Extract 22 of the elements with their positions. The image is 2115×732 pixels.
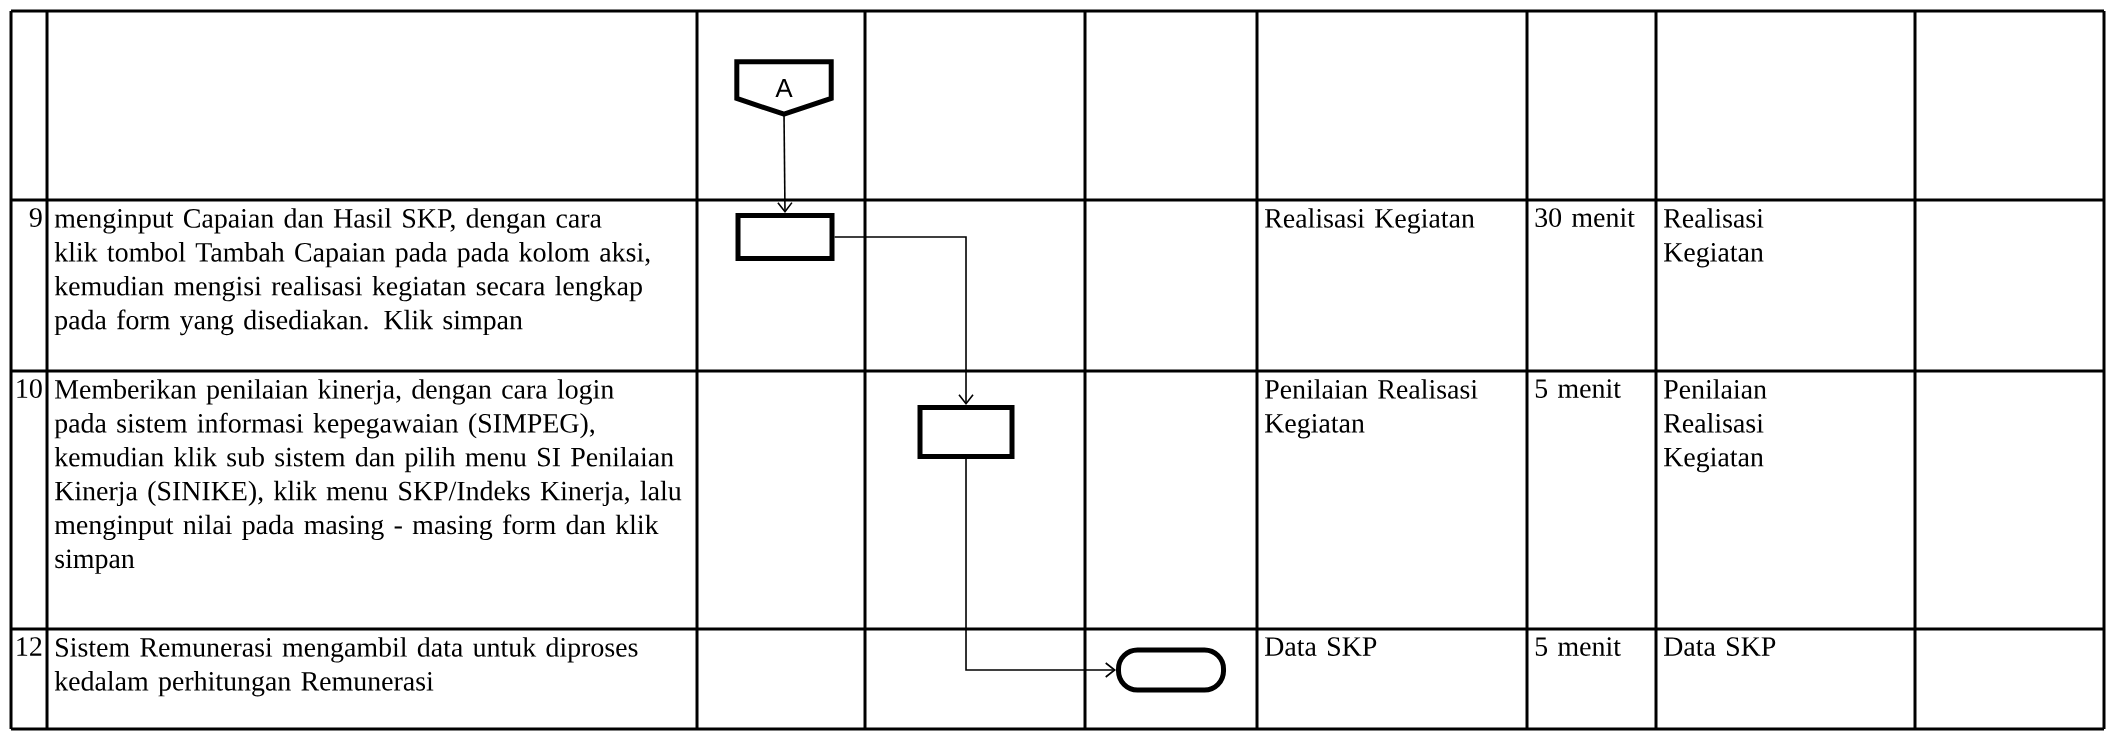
table-cell-text: 5 menit (1535, 637, 1621, 656)
table-cell-text: Penilaian Realisasi Kegiatan (1265, 379, 1478, 439)
process-box (735, 213, 835, 261)
arrow (833, 236, 974, 405)
arrow (777, 113, 793, 213)
table-cell-text: Data SKP (1265, 637, 1377, 656)
off-page-connector: A (734, 59, 834, 117)
row-number: 12 (17, 637, 42, 656)
table-cell-text: 5 menit (1535, 379, 1621, 398)
table-cell-text: Realisasi Kegiatan (1265, 208, 1475, 234)
step-description: Sistem Remunerasi mengambil data untuk diproses kedalam perhitungan Remunerasi (54, 637, 638, 697)
table-cell-text: Realisasi Kegiatan (1664, 208, 1764, 268)
step-description: Memberikan penilaian kinerja, dengan cara login pada sistem informasi kepegawaian (SIMPEG), kemudian klik sub sistem dan pilih menu SI Penilaian Kinerja (SINIKE), klik menu SKP/Indeks Kinerja, lalu menginput nilai pada masing - masing form dan klik simpan (54, 379, 682, 574)
arrow (965, 458, 1116, 678)
table-cell-text: 30 menit (1535, 208, 1635, 227)
row-number: 10 (17, 379, 42, 398)
terminator-shape (1116, 647, 1226, 693)
table-cell-text: Data SKP (1664, 637, 1776, 656)
table-cell-text: Penilaian Realisasi Kegiatan (1664, 379, 1767, 473)
process-box (917, 405, 1015, 459)
row-number: 9 (29, 208, 42, 227)
step-description: menginput Capaian dan Hasil SKP, dengan cara klik tombol Tambah Capaian pada pada kolom aksi, kemudian mengisi realisasi kegiatan secara lengkap pada form yang disediakan. Klik simpan (54, 208, 650, 336)
